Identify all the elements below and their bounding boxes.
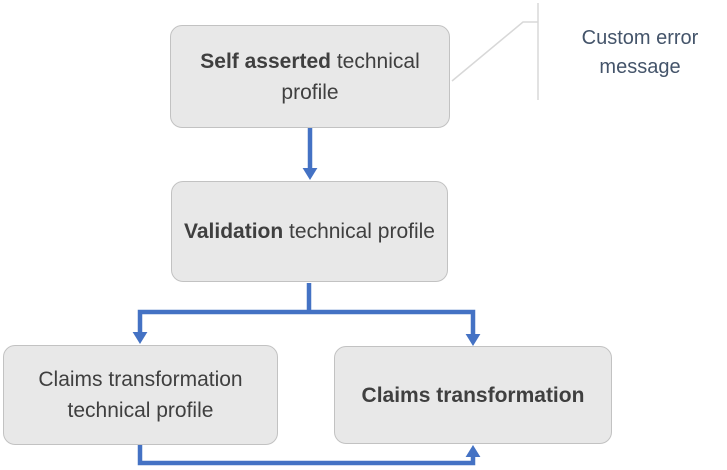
box-label: Validation technical profile (184, 216, 435, 247)
box-label: Claims transformation (362, 380, 585, 411)
callout-leader-line (451, 21, 538, 82)
box-label-bold: Self asserted (200, 49, 332, 73)
box-label: Self asserted technical profile (181, 46, 439, 108)
box-claims-transformation: Claims transformation (334, 346, 612, 444)
box-label-regular: technical profile (281, 49, 420, 104)
box-label-regular: technical profile (283, 220, 435, 243)
box-validation-technical-profile: Validation technical profile (171, 181, 448, 282)
arrowhead-into-claims-tp (132, 332, 148, 344)
arrowhead-into-claims-transformation-bottom (465, 445, 481, 457)
arrowhead-into-validation (302, 168, 318, 180)
box-label-regular: Claims transformation technical profile (38, 368, 243, 422)
box-label-bold: Claims transformation (361, 383, 585, 407)
arrow-branch (137, 309, 476, 336)
arrow-bottom-loop (137, 445, 476, 466)
arrowhead-into-claims-transformation-top (465, 334, 481, 346)
box-label: Claims transformation technical profile (14, 364, 267, 426)
box-claims-transformation-technical-profile: Claims transformation technical profile (3, 345, 278, 445)
callout-custom-error-message: Custom error message (581, 27, 699, 78)
box-label-bold: Validation (184, 220, 284, 243)
box-self-asserted-technical-profile: Self asserted technical profile (170, 25, 450, 128)
